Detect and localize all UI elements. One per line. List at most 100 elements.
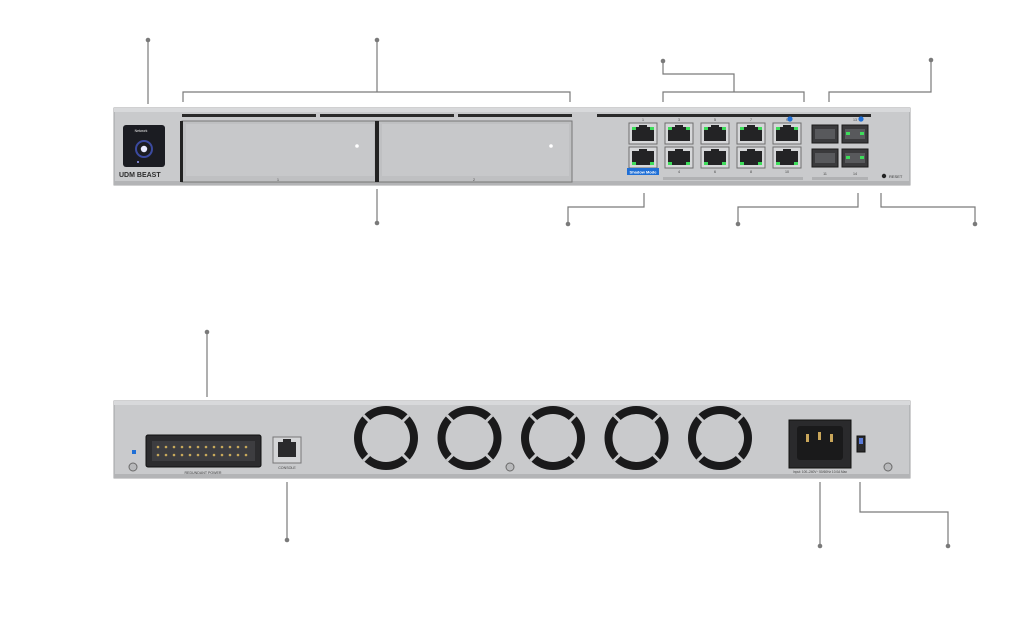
power-pin-icon bbox=[204, 445, 208, 449]
fan-strut bbox=[651, 414, 661, 423]
display-indicator-icon bbox=[137, 161, 139, 163]
power-pin-icon bbox=[196, 445, 200, 449]
power-pin-icon bbox=[220, 445, 224, 449]
rj45-socket bbox=[632, 127, 654, 141]
port-number-label: 4 bbox=[678, 170, 680, 174]
power-pin-icon bbox=[196, 453, 200, 457]
redundant-power-inner bbox=[152, 441, 255, 461]
callout-dot bbox=[565, 221, 571, 227]
power-pin-icon bbox=[180, 445, 184, 449]
redundant-power-label: REDUNDANT POWER bbox=[184, 471, 221, 475]
port-activity-led bbox=[758, 127, 762, 130]
reset-button[interactable] bbox=[881, 173, 887, 179]
model-name: UDM BEAST bbox=[119, 172, 161, 179]
callout-dot bbox=[374, 220, 380, 226]
status-led-blue bbox=[132, 450, 136, 454]
port-number-label: 8 bbox=[750, 170, 752, 174]
sfp-number-label: 13 bbox=[853, 118, 857, 122]
rj45-tab bbox=[711, 125, 719, 129]
drive-bay-1-led bbox=[355, 144, 359, 148]
port-activity-led bbox=[722, 127, 726, 130]
fan-strut bbox=[362, 414, 371, 423]
screw-icon bbox=[505, 462, 515, 472]
power-pin-icon bbox=[164, 445, 168, 449]
drive-bay-2-face bbox=[382, 124, 569, 176]
rj45-socket bbox=[668, 127, 690, 141]
console-port-socket bbox=[278, 442, 296, 457]
callout-dot bbox=[374, 37, 380, 43]
port-activity-led bbox=[686, 162, 690, 165]
rj45-socket bbox=[704, 127, 726, 141]
callout-drive-bays-bracket bbox=[182, 91, 571, 102]
callout-reset bbox=[880, 193, 976, 223]
power-pin-icon bbox=[172, 445, 176, 449]
port-link-led bbox=[740, 127, 744, 130]
bay-slot-top-2 bbox=[320, 114, 454, 117]
fan-hub bbox=[612, 414, 661, 462]
power-pin-icon bbox=[220, 453, 224, 457]
rj45-socket bbox=[668, 151, 690, 165]
power-pin-icon bbox=[156, 445, 160, 449]
port-link-led bbox=[704, 162, 708, 165]
display-ring-icon bbox=[135, 140, 153, 158]
port-number-label: 5 bbox=[714, 118, 716, 122]
display-label: Network bbox=[135, 129, 148, 133]
port-number-label: 6 bbox=[714, 170, 716, 174]
bay-slot-top-1 bbox=[182, 114, 316, 117]
bay-edge-left bbox=[180, 121, 183, 182]
callout-ports-bracket bbox=[662, 91, 805, 102]
fan-strut bbox=[529, 453, 538, 462]
rear-callouts bbox=[206, 332, 949, 545]
port-link-led bbox=[776, 162, 780, 165]
callout-dot bbox=[204, 329, 210, 335]
rear-panel: REDUNDANT POWER CONSOLE Input: 100–240V~… bbox=[113, 400, 911, 479]
power-pin-icon bbox=[830, 434, 833, 442]
rj45-socket bbox=[632, 151, 654, 165]
power-pin-icon bbox=[244, 453, 248, 457]
power-pin-icon bbox=[204, 453, 208, 457]
callout-sfp-bottom bbox=[737, 193, 859, 223]
power-inlet[interactable] bbox=[797, 426, 843, 460]
fan-strut bbox=[401, 453, 410, 462]
port-activity-led bbox=[794, 162, 798, 165]
callout-dot bbox=[284, 537, 290, 543]
port-number-label: 7 bbox=[750, 118, 752, 122]
fan-strut bbox=[529, 414, 538, 423]
sfp-slot bbox=[845, 153, 865, 163]
port-activity-led bbox=[686, 127, 690, 130]
shadow-mode-label: Shadow Mode bbox=[630, 170, 658, 175]
power-pin-icon bbox=[244, 445, 248, 449]
fan-strut bbox=[735, 414, 744, 423]
rj45-tab bbox=[747, 125, 755, 129]
callout-dot bbox=[928, 57, 934, 63]
bay-divider bbox=[375, 121, 379, 182]
port-link-led bbox=[632, 162, 636, 165]
power-pin-icon bbox=[806, 434, 809, 442]
port-link-led bbox=[668, 127, 672, 130]
fan-hub bbox=[696, 414, 744, 462]
port-link-led bbox=[740, 162, 744, 165]
fan-strut bbox=[362, 453, 371, 462]
fan-strut bbox=[484, 453, 494, 462]
drive-bay-1-face bbox=[186, 124, 374, 176]
fan-grid bbox=[354, 406, 752, 470]
callout-dot bbox=[945, 543, 951, 549]
fan-strut bbox=[445, 453, 455, 462]
power-pin-icon bbox=[164, 453, 168, 457]
rj45-socket bbox=[776, 127, 798, 141]
fan-strut bbox=[568, 414, 577, 423]
rj45-tab bbox=[783, 125, 791, 129]
sfp-link-led bbox=[860, 132, 864, 135]
front-callout-dots bbox=[145, 37, 978, 227]
sfp-link-led bbox=[846, 132, 850, 135]
port-activity-led bbox=[794, 127, 798, 130]
fan-strut bbox=[651, 453, 661, 462]
sfp-slot bbox=[845, 129, 865, 139]
fan-strut bbox=[568, 453, 577, 462]
sfp-link-led bbox=[846, 156, 850, 159]
rj45-socket bbox=[740, 151, 762, 165]
front-chassis-top-edge bbox=[114, 108, 910, 112]
